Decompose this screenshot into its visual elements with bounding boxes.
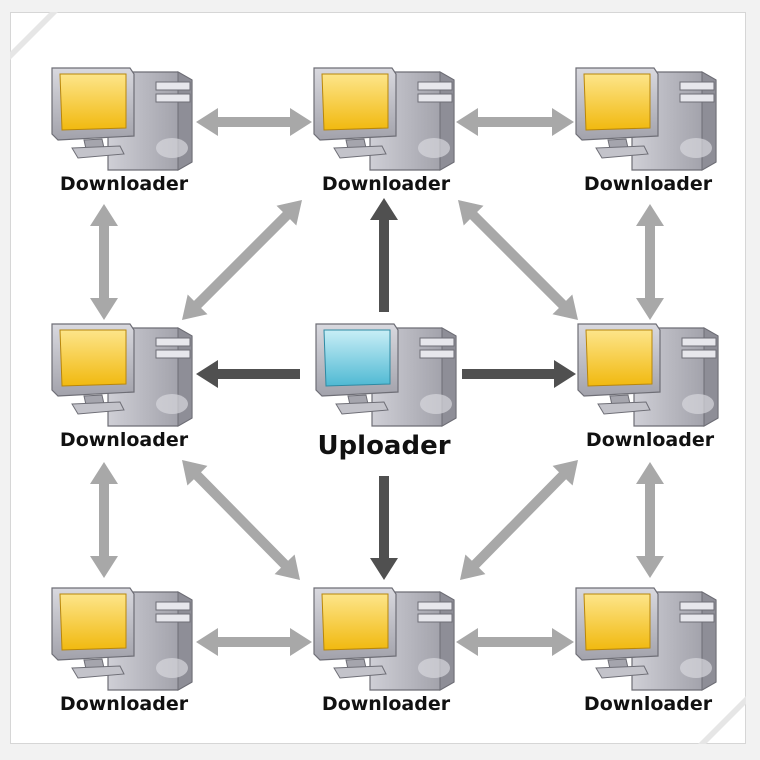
drive-bay-icon (155, 337, 191, 347)
monitor-stand-icon (333, 145, 387, 159)
downloader-label: Downloader (322, 693, 451, 715)
drive-bay-icon (417, 81, 453, 91)
yellow-screen-icon (321, 593, 389, 651)
downloader-label: Downloader (60, 429, 189, 451)
downloader-label: Downloader (322, 173, 451, 195)
peer-arrow-bl-bc (196, 628, 312, 656)
peer-arrow-mr-br (636, 462, 664, 578)
arrows-layer (90, 108, 664, 656)
drive-bay-icon (419, 349, 455, 359)
drive-bay-icon (417, 93, 453, 103)
downloader-label: Downloader (584, 693, 713, 715)
drive-bay-icon (679, 613, 715, 623)
drive-bay-icon (417, 601, 453, 611)
upload-arrow-tc (370, 198, 398, 312)
drive-bay-icon (681, 349, 717, 359)
peer-arrow-ml-bc (182, 460, 300, 580)
yellow-screen-icon (59, 329, 127, 387)
drive-bay-icon (681, 337, 717, 347)
yellow-screen-icon (583, 73, 651, 131)
upload-arrow-ml (196, 360, 300, 388)
drive-bay-icon (155, 601, 191, 611)
monitor-stand-icon (595, 665, 649, 679)
downloader-computer-tc: Downloader (313, 67, 455, 195)
monitor-stand-icon (71, 401, 125, 415)
monitor-stand-icon (595, 145, 649, 159)
drive-bay-icon (155, 81, 191, 91)
drive-bay-icon (679, 601, 715, 611)
downloader-label: Downloader (60, 173, 189, 195)
monitor-stand-icon (597, 401, 651, 415)
drive-bay-icon (155, 349, 191, 359)
drive-bay-icon (679, 93, 715, 103)
peer-arrow-tr-mr (636, 204, 664, 320)
peer-arrow-tl-ml (90, 204, 118, 320)
drive-bay-icon (155, 613, 191, 623)
downloader-label: Downloader (584, 173, 713, 195)
upload-arrow-mr (462, 360, 576, 388)
blue-screen-icon (323, 329, 391, 387)
yellow-screen-icon (59, 593, 127, 651)
downloader-label: Downloader (60, 693, 189, 715)
downloader-computer-tl: Downloader (51, 67, 193, 195)
monitor-stand-icon (71, 145, 125, 159)
downloader-computer-br: Downloader (575, 587, 717, 715)
downloader-computer-mr: Downloader (577, 323, 719, 451)
uploader-computer-center: Uploader (315, 323, 457, 461)
downloader-computer-tr: Downloader (575, 67, 717, 195)
peer-arrow-ml-tc (182, 200, 302, 320)
corner-fold (698, 696, 746, 744)
drive-bay-icon (155, 93, 191, 103)
monitor-stand-icon (335, 401, 389, 415)
downloader-computer-bl: Downloader (51, 587, 193, 715)
drive-bay-icon (679, 81, 715, 91)
yellow-screen-icon (583, 593, 651, 651)
uploader-label: Uploader (317, 431, 450, 461)
peer-arrow-bc-mr (460, 460, 578, 580)
downloader-computer-ml: Downloader (51, 323, 193, 451)
downloader-computer-bc: Downloader (313, 587, 455, 715)
peer-arrow-bc-br (456, 628, 574, 656)
downloader-label: Downloader (586, 429, 715, 451)
peer-arrow-tc-mr (458, 200, 578, 320)
yellow-screen-icon (59, 73, 127, 131)
yellow-screen-icon (585, 329, 653, 387)
yellow-screen-icon (321, 73, 389, 131)
peer-arrow-tl-tc (196, 108, 312, 136)
monitor-stand-icon (71, 665, 125, 679)
monitor-stand-icon (333, 665, 387, 679)
upload-arrow-bc (370, 476, 398, 580)
peer-arrow-tc-tr (456, 108, 574, 136)
drive-bay-icon (417, 613, 453, 623)
drive-bay-icon (419, 337, 455, 347)
corner-fold (10, 12, 58, 60)
peer-arrow-ml-bl (90, 462, 118, 578)
